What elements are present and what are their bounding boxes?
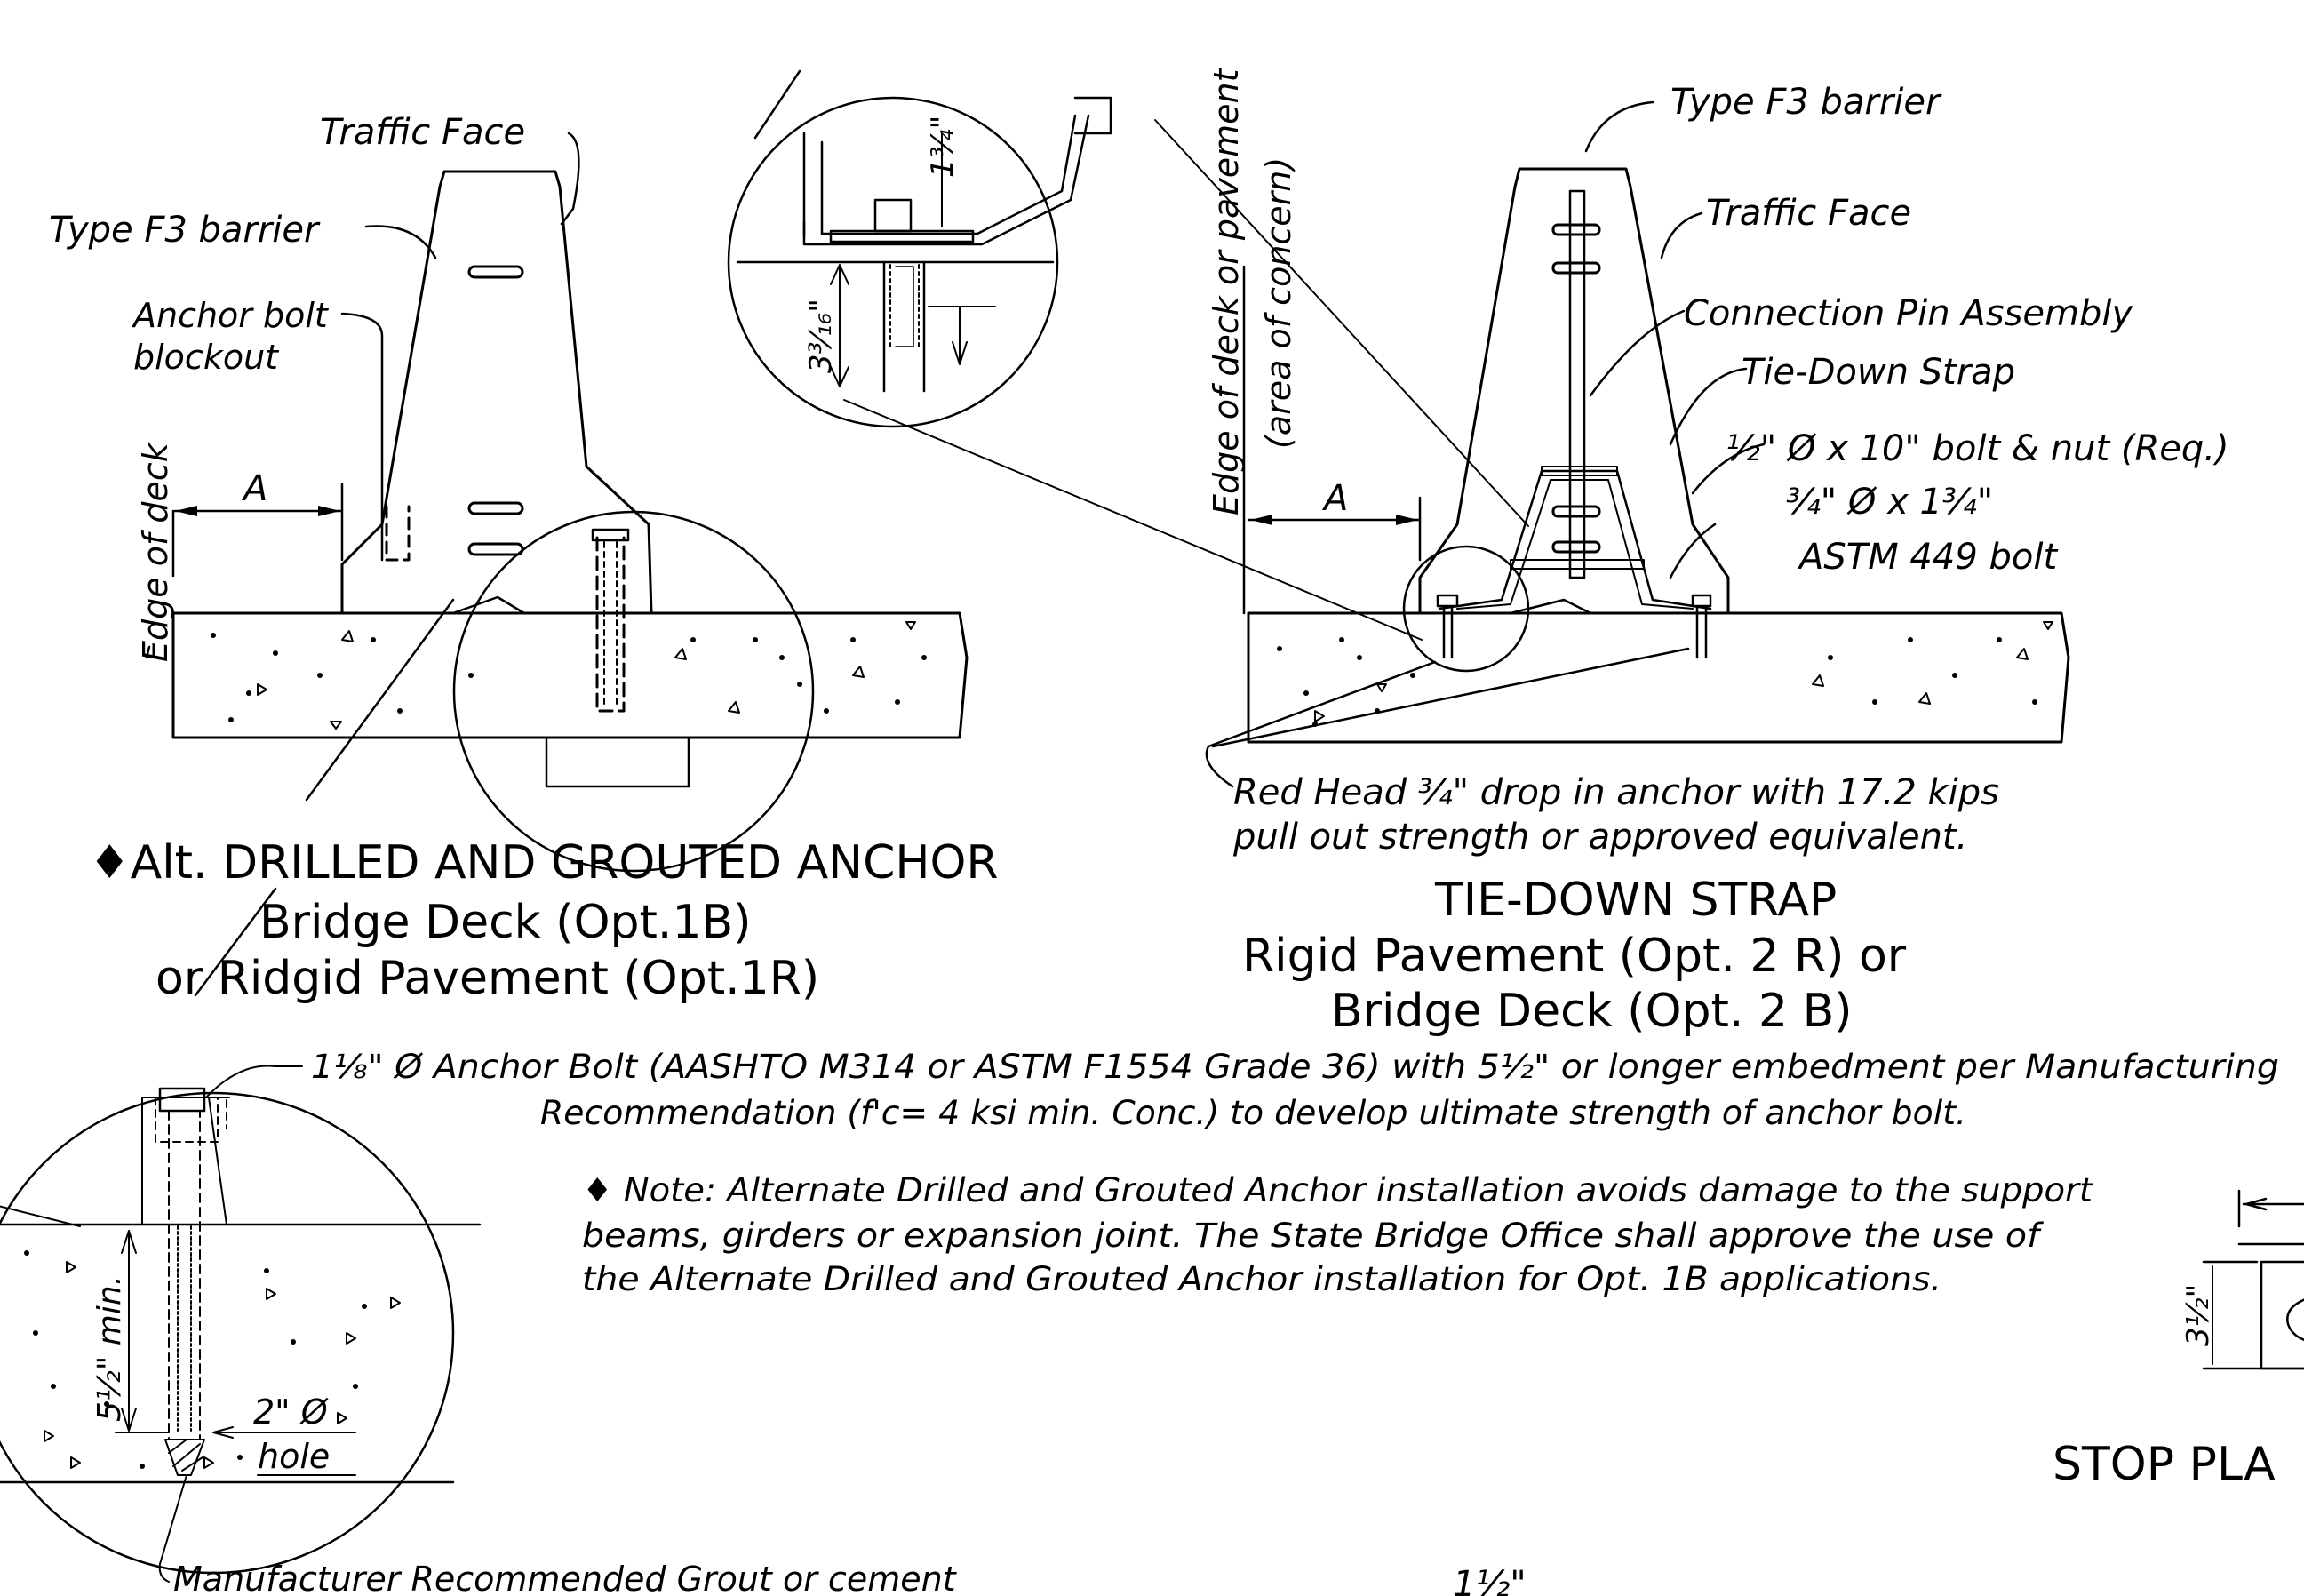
bottom-embed-dim-label: 5½" min.: [92, 1275, 128, 1422]
left-concrete-speckle: [211, 633, 927, 722]
right-detail: [1205, 100, 2070, 788]
top-detail-circle: [727, 69, 1529, 641]
right-dim-a-label: A: [1321, 478, 1348, 519]
alt-note-3: the Alternate Drilled and Grouted Anchor…: [582, 1260, 1941, 1298]
bottom-fraction-label: 1½": [1453, 1564, 1527, 1596]
right-title-1: TIE-DOWN STRAP: [1434, 874, 1837, 927]
right-concrete-speckle: [1277, 637, 2037, 727]
right-tie-down-label: Tie-Down Strap: [1742, 352, 2015, 393]
vertical-label-line-1: Edge of deck or pavement: [1207, 67, 1246, 515]
right-barrier-slot: [1551, 540, 1601, 554]
stop-plate: [2202, 1189, 2304, 1370]
left-deck-notch: [545, 736, 690, 788]
left-barrier-slot: [467, 501, 524, 515]
alt-note-1: ♦ Note: Alternate Drilled and Grouted An…: [582, 1171, 2094, 1209]
right-bolt-nut-label: ½" Ø x 10" bolt & nut (Req.): [1726, 428, 2229, 469]
right-traffic-face-label: Traffic Face: [1706, 193, 1911, 234]
left-deck-slab: [171, 611, 969, 739]
bottom-hole-label-1: 2" Ø: [253, 1393, 329, 1432]
top-circle-dim-lower: 3³⁄₁₆": [803, 299, 839, 373]
anchor-bolt-note-1: 1⅛" Ø Anchor Bolt (AASHTO M314 or ASTM F…: [311, 1048, 2279, 1086]
bottom-detail-circle: [0, 1065, 482, 1583]
right-dim-a: [1247, 496, 1422, 562]
left-anchor-bolt-label-2: blockout: [133, 338, 280, 377]
right-red-head-label-2: pull out strength or approved equivalent…: [1232, 817, 1967, 858]
left-title-1: ♦Alt. DRILLED AND GROUTED ANCHOR: [89, 836, 999, 890]
right-barrier-slot: [1551, 505, 1601, 518]
right-barrier-slot: [1551, 261, 1601, 275]
left-traffic-face-label: Traffic Face: [320, 112, 525, 153]
right-barrier-outline: [1418, 167, 1730, 615]
left-anchor-dashed: [595, 536, 626, 713]
left-detail: [145, 132, 969, 997]
left-detail-circle: [452, 510, 815, 873]
right-title-2: Rigid Pavement (Opt. 2 R) or: [1242, 930, 1907, 983]
left-dim-a-label: A: [241, 468, 267, 509]
stop-plate-title: STOP PLA: [2053, 1438, 2276, 1491]
left-edge-of-deck-label: Edge of deck: [136, 441, 175, 662]
left-title-3: or Ridgid Pavement (Opt.1R): [155, 952, 819, 1005]
tie-down-strap: [1438, 469, 1712, 610]
stop-plate-dim-label: 3½": [2180, 1284, 2216, 1346]
left-blockout: [385, 505, 411, 562]
left-anchor-bolt-label-1: Anchor bolt: [131, 296, 330, 335]
bottom-hole-label-2: hole: [258, 1437, 330, 1476]
left-dim-a: [171, 483, 344, 578]
right-detail-circle: [1402, 545, 1530, 673]
right-connection-pin-label: Connection Pin Assembly: [1684, 293, 2133, 334]
bottom-grout-label: Manufacturer Recommended Grout or cement: [173, 1560, 958, 1596]
right-astm-bolt-label-1: ¾" Ø x 1¾": [1786, 482, 1993, 523]
right-deck-slab: [1247, 611, 2070, 744]
right-title-3: Bridge Deck (Opt. 2 B): [1331, 985, 1853, 1038]
left-title-2: Bridge Deck (Opt.1B): [259, 896, 752, 949]
left-barrier-outline: [340, 170, 653, 615]
anchor-bolt-note-2: Recommendation (f'c= 4 ksi min. Conc.) t…: [540, 1094, 1966, 1132]
right-red-head-label-1: Red Head ¾" drop in anchor with 17.2 kip…: [1233, 772, 1999, 813]
top-circle-dim-upper: 1¾": [925, 116, 961, 178]
left-type-f3-label: Type F3 barrier: [49, 210, 321, 251]
right-barrier-slot: [1551, 223, 1601, 236]
left-barrier-slot: [467, 265, 524, 279]
vertical-label-line-2: (area of concern): [1259, 157, 1298, 449]
alt-note-2: beams, girders or expansion joint. The S…: [582, 1217, 2044, 1255]
right-type-f3-label: Type F3 barrier: [1670, 82, 1942, 123]
right-astm-bolt-label-2: ASTM 449 bolt: [1797, 537, 2058, 578]
